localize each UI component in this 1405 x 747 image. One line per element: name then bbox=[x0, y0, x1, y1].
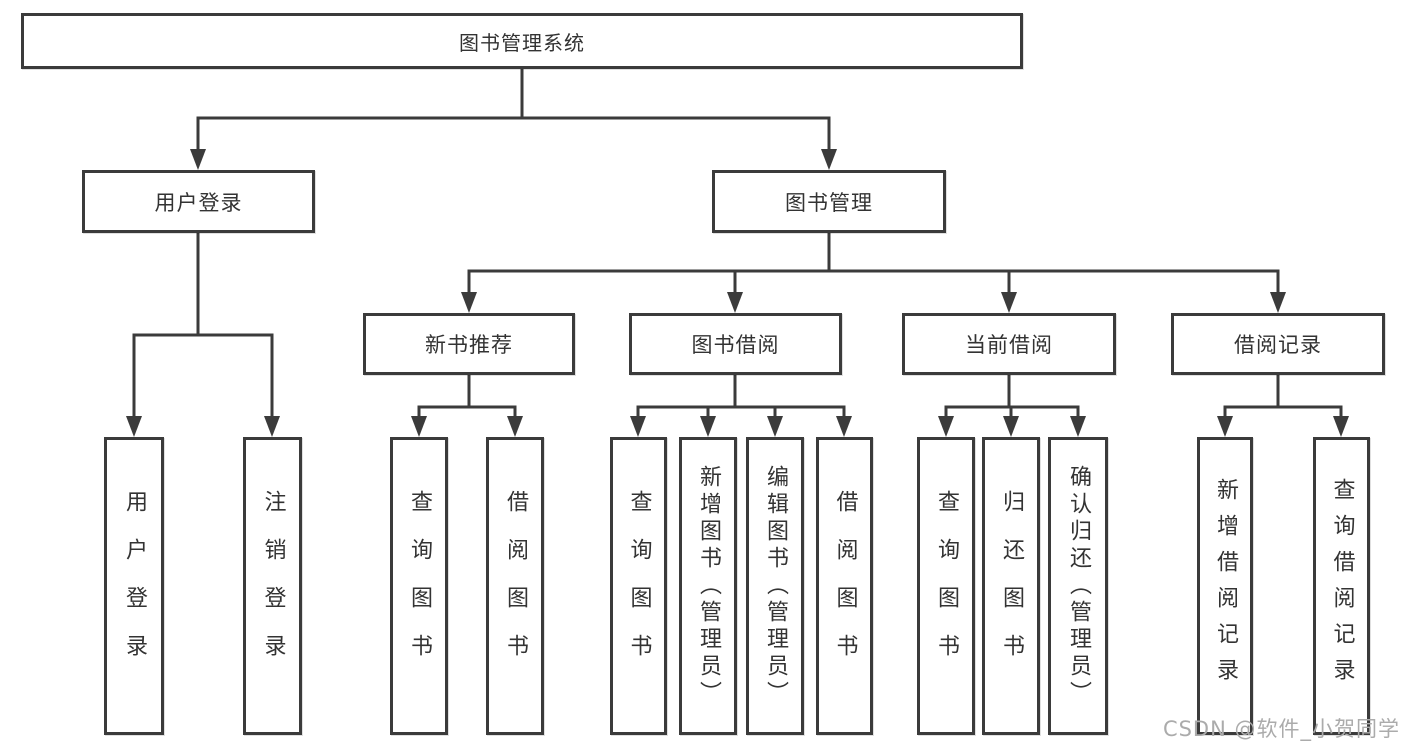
node-label: 借阅图书 bbox=[832, 490, 858, 682]
node-new-book-recommendation: 新书推荐 bbox=[363, 313, 575, 375]
leaf-confirm-return-admin: 确认归还（管理员） bbox=[1048, 437, 1108, 735]
leaf-user-login: 用户登录 bbox=[104, 437, 164, 735]
node-label: 编辑图书（管理员） bbox=[763, 464, 788, 708]
leaf-query-books: 查询图书 bbox=[390, 437, 448, 735]
node-label: 借阅记录 bbox=[1234, 333, 1322, 357]
leaf-logout: 注销登录 bbox=[243, 437, 302, 735]
csdn-watermark: CSDN @软件_小贺同学 bbox=[1162, 717, 1400, 741]
leaf-edit-books-admin: 编辑图书（管理员） bbox=[746, 437, 804, 735]
node-label: 查询图书 bbox=[934, 490, 959, 682]
node-label: 借阅图书 bbox=[503, 490, 528, 682]
node-label: 图书借阅 bbox=[691, 333, 780, 357]
node-label: 查询借阅记录 bbox=[1329, 478, 1355, 694]
leaf-borrow-books: 借阅图书 bbox=[486, 437, 544, 735]
arrowheads bbox=[126, 149, 1349, 437]
leaf-add-books-admin: 新增图书（管理员） bbox=[679, 437, 737, 735]
node-book-management: 图书管理 bbox=[712, 170, 946, 233]
node-current-borrowing: 当前借阅 bbox=[902, 313, 1116, 375]
node-book-borrowing: 图书借阅 bbox=[629, 313, 842, 375]
node-label: 归还图书 bbox=[999, 490, 1024, 682]
node-label: 新增借阅记录 bbox=[1213, 478, 1238, 694]
node-label: 确认归还（管理员） bbox=[1066, 464, 1091, 708]
leaf-query-books: 查询图书 bbox=[917, 437, 975, 735]
node-label: 当前借阅 bbox=[965, 333, 1053, 357]
leaf-return-books: 归还图书 bbox=[982, 437, 1040, 735]
node-borrowing-records: 借阅记录 bbox=[1171, 313, 1385, 375]
node-label: 用户登录 bbox=[154, 190, 243, 215]
leaf-add-borrow-record: 新增借阅记录 bbox=[1197, 437, 1253, 735]
node-label: 新书推荐 bbox=[425, 333, 513, 357]
node-user-login: 用户登录 bbox=[82, 170, 315, 233]
node-label: 查询图书 bbox=[407, 490, 432, 682]
node-label: 新增图书（管理员） bbox=[696, 464, 721, 708]
node-label: 图书管理系统 bbox=[459, 30, 585, 55]
leaf-query-borrow-record: 查询借阅记录 bbox=[1313, 437, 1370, 735]
node-label: 注销登录 bbox=[260, 490, 286, 682]
node-label: 图书管理 bbox=[785, 190, 873, 215]
node-label: 查询图书 bbox=[626, 490, 652, 682]
node-label: 用户登录 bbox=[122, 490, 147, 682]
node-library-management-system: 图书管理系统 bbox=[21, 13, 1023, 69]
leaf-query-books: 查询图书 bbox=[610, 437, 667, 735]
leaf-borrow-books: 借阅图书 bbox=[816, 437, 873, 735]
